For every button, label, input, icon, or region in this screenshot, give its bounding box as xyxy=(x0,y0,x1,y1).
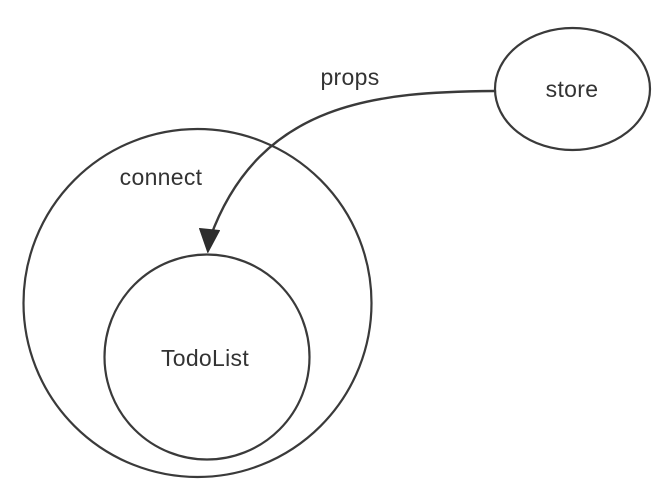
store-label: store xyxy=(546,76,599,102)
props-edge xyxy=(208,89,497,240)
todolist-label: TodoList xyxy=(161,345,249,371)
arrowhead-icon xyxy=(199,228,220,253)
store-ellipse xyxy=(493,26,652,152)
connect-circle xyxy=(22,127,373,479)
todolist-circle xyxy=(103,253,311,461)
connect-label: connect xyxy=(120,164,203,190)
props-edge-label: props xyxy=(320,64,379,90)
